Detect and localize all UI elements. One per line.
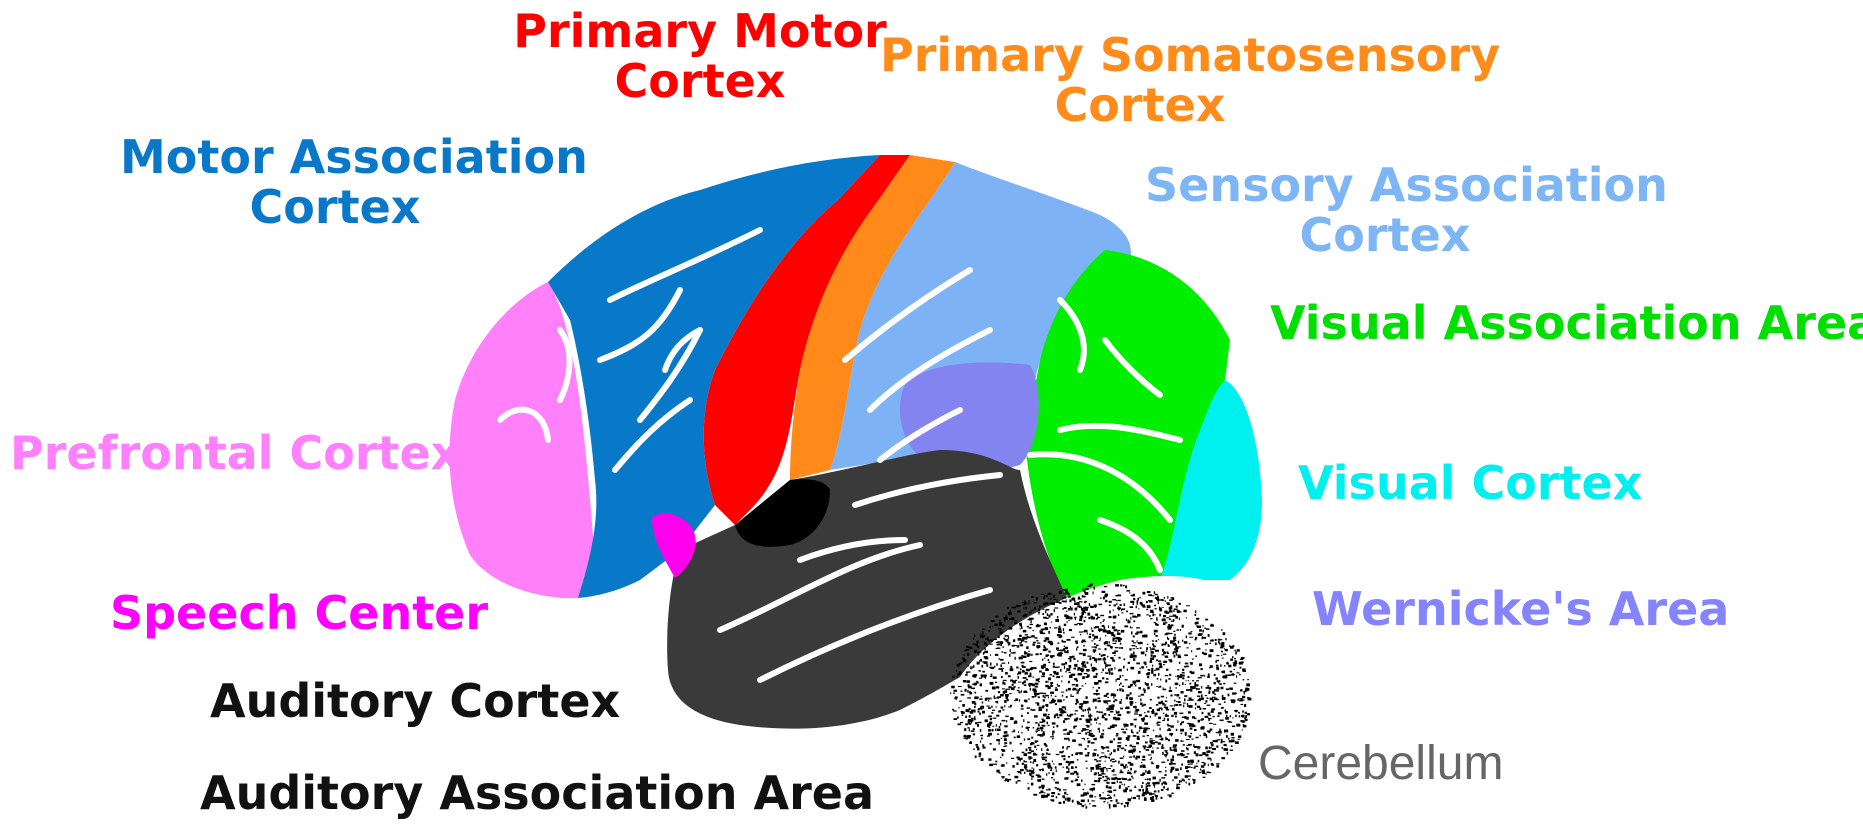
speech-center-label: Speech Center	[110, 588, 488, 638]
auditory-association-label: Auditory Association Area	[200, 768, 874, 818]
auditory-cortex-label: Auditory Cortex	[210, 676, 620, 726]
sensory-association-label: Sensory Association Cortex	[1145, 160, 1625, 260]
cerebellum-label: Cerebellum	[1258, 738, 1503, 790]
prefrontal-label: Prefrontal Cortex	[10, 428, 460, 478]
visual-cortex-label: Visual Cortex	[1298, 458, 1642, 508]
primary-somatosensory-label: Primary Somatosensory Cortex	[880, 30, 1400, 130]
motor-association-label: Motor Association Cortex	[120, 132, 550, 232]
primary-motor-label: Primary Motor Cortex	[500, 6, 900, 106]
visual-association-label: Visual Association Area	[1270, 298, 1863, 348]
wernicke-label: Wernicke's Area	[1312, 584, 1729, 634]
